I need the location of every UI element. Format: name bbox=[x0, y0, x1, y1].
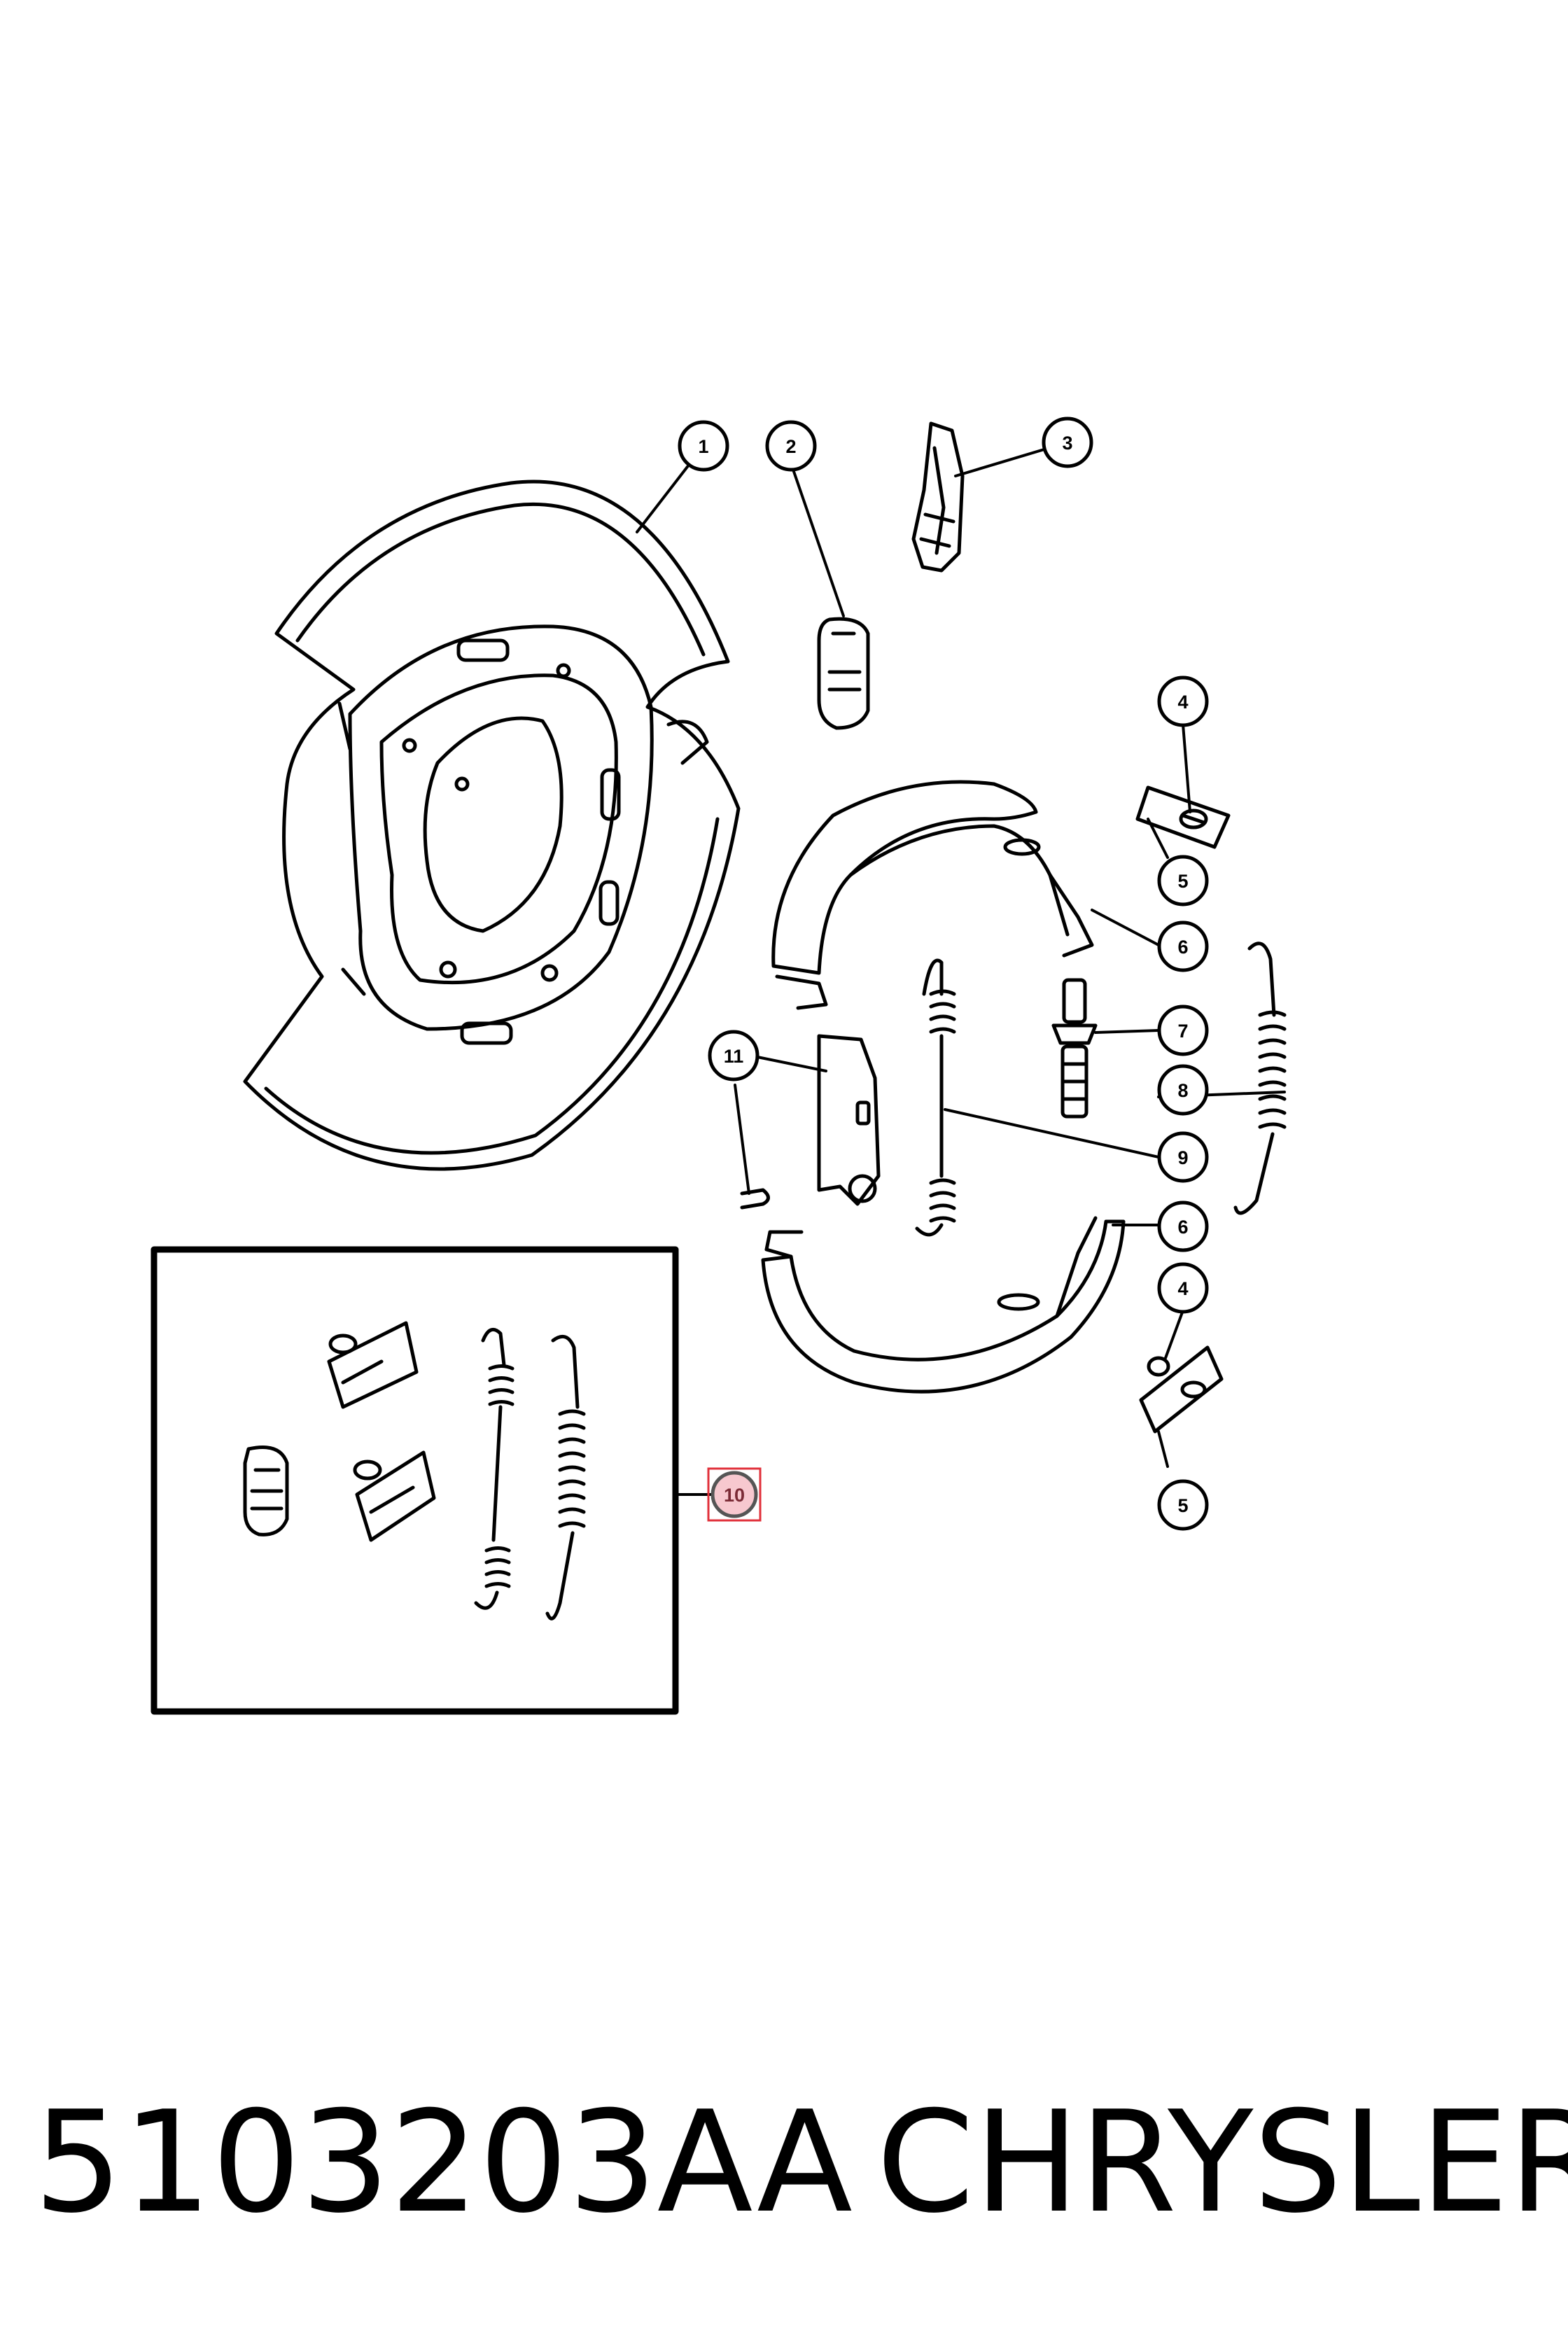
svg-text:5: 5 bbox=[1177, 871, 1188, 892]
callout-4-upper: 4 bbox=[1157, 676, 1209, 727]
svg-text:4: 4 bbox=[1177, 692, 1188, 713]
svg-text:10: 10 bbox=[724, 1485, 745, 1506]
svg-text:8: 8 bbox=[1177, 1080, 1188, 1101]
hardware-kit-box bbox=[150, 1246, 679, 1715]
backing-plate bbox=[243, 479, 741, 1171]
hold-down-cup-upper bbox=[1135, 785, 1231, 849]
svg-text:7: 7 bbox=[1177, 1021, 1188, 1042]
svg-text:6: 6 bbox=[1177, 1217, 1188, 1238]
part-number: 5103203AA bbox=[34, 2081, 853, 2244]
callout-3: 3 bbox=[1042, 416, 1093, 468]
svg-text:1: 1 bbox=[698, 436, 708, 457]
retaining-clip bbox=[911, 421, 965, 573]
brake-shoe-lower bbox=[761, 1216, 1126, 1394]
svg-text:11: 11 bbox=[724, 1046, 744, 1067]
hold-down-cup-lower bbox=[1139, 1345, 1224, 1434]
adjuster-lever bbox=[740, 1034, 881, 1210]
callout-11: 11 bbox=[708, 1030, 760, 1082]
callout-1: 1 bbox=[678, 420, 729, 472]
callout-10-highlighted[interactable]: 10 bbox=[707, 1467, 762, 1522]
brand-name: CHRYSLER bbox=[876, 2081, 1568, 2244]
callout-7: 7 bbox=[1157, 1004, 1209, 1056]
svg-text:4: 4 bbox=[1177, 1278, 1188, 1299]
callout-2: 2 bbox=[765, 420, 817, 472]
svg-text:6: 6 bbox=[1177, 937, 1188, 958]
svg-text:2: 2 bbox=[785, 436, 796, 457]
callout-5-upper: 5 bbox=[1157, 855, 1209, 906]
callout-9: 9 bbox=[1157, 1131, 1209, 1183]
adjuster-spring bbox=[915, 958, 956, 1237]
callout-6-lower: 6 bbox=[1157, 1200, 1209, 1252]
brake-shoe-upper bbox=[771, 780, 1094, 1010]
callout-6-upper: 6 bbox=[1157, 920, 1209, 972]
return-spring-right bbox=[1233, 941, 1287, 1215]
adjuster-screw bbox=[1051, 978, 1098, 1119]
callout-8: 8 bbox=[1157, 1064, 1209, 1116]
svg-text:5: 5 bbox=[1177, 1495, 1188, 1516]
access-plug bbox=[817, 617, 870, 730]
callout-5-lower: 5 bbox=[1157, 1479, 1209, 1531]
svg-text:9: 9 bbox=[1177, 1147, 1188, 1168]
callout-4-lower: 4 bbox=[1157, 1262, 1209, 1314]
svg-text:3: 3 bbox=[1062, 433, 1072, 454]
